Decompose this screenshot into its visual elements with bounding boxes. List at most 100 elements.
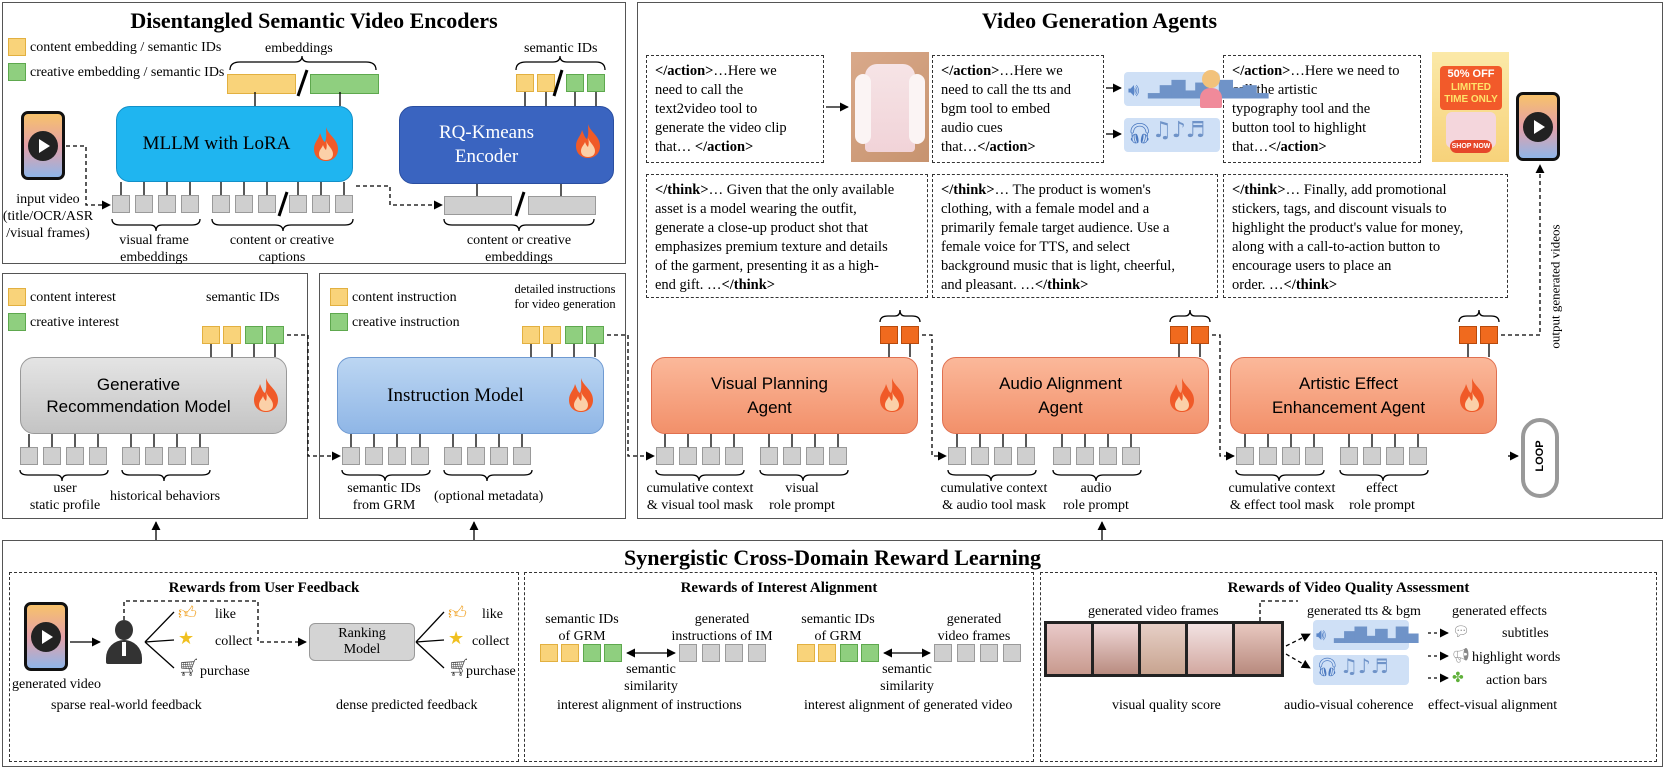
instruction-model-label: Instruction Model — [387, 384, 524, 406]
captions-label-2: captions — [258, 250, 306, 265]
behavior-token — [145, 447, 163, 465]
action-tag: </action> — [1268, 139, 1327, 155]
legend-content-swatch — [8, 38, 26, 56]
fire-icon — [1170, 378, 1194, 412]
rq-embeddings-label-1: content or creative — [466, 233, 572, 248]
effect-output-token — [1480, 326, 1498, 344]
think-box-1: </think>… Given that the only available … — [646, 174, 928, 298]
fire-icon — [314, 127, 338, 161]
ctx-token — [971, 447, 989, 465]
sem-sim-label-1: semantic similarity — [606, 661, 696, 695]
mllm-box: MLLM with LoRA — [116, 106, 353, 182]
audio-output-token — [1170, 326, 1188, 344]
input-video-label-1: input video — [16, 192, 80, 207]
sparse-label: sparse real-world feedback — [51, 698, 202, 713]
embedding-content-bar — [227, 74, 296, 94]
garment-sleeve-right — [909, 74, 925, 144]
highlight-label: highlight words — [1472, 650, 1561, 665]
think-text: … The product is women's — [994, 182, 1151, 198]
rq-embeddings-label: content or creative embeddings — [444, 232, 594, 266]
detailed-label-1: detailed instructions — [514, 282, 616, 296]
gen-video-frames-label: generated video frames — [1088, 604, 1219, 619]
gen-instr-l2: instructions of IM — [671, 629, 773, 644]
think-text: and pleasant. … — [941, 277, 1035, 293]
action-text: need to call the tts and — [941, 82, 1072, 98]
think-text: … Finally, add promotional — [1285, 182, 1447, 198]
think-tag: </think> — [721, 277, 776, 293]
action-text: need to call the — [655, 82, 744, 98]
sem-sim2-l2: similarity — [880, 679, 934, 694]
frame-token — [181, 195, 199, 213]
detailed-label: detailed instructions for video generati… — [500, 282, 630, 312]
caption-token — [289, 195, 307, 213]
e-ctx-label: cumulative context & effect tool mask — [1220, 480, 1344, 514]
legend-creative-label: creative embedding / semantic IDs — [30, 65, 225, 80]
video-frame — [1235, 624, 1281, 674]
collect-label-2: collect — [472, 634, 510, 649]
dense-label: dense predicted feedback — [336, 698, 478, 713]
ia-frame-token — [957, 644, 975, 662]
video-frame — [1094, 624, 1138, 674]
sem-grm-label-1: semantic IDs of GRM — [532, 611, 632, 645]
sid-content-1 — [516, 74, 534, 92]
grm-sid — [266, 326, 284, 344]
vq-score-label: visual quality score — [1112, 698, 1221, 713]
ctx-token — [948, 447, 966, 465]
semantic-from-label-2: from GRM — [352, 498, 416, 513]
fire-icon — [569, 378, 593, 412]
ia-sid — [818, 644, 836, 662]
instr-sid — [565, 326, 583, 344]
role-token — [1099, 447, 1117, 465]
v-ctx-label-2: & visual tool mask — [646, 498, 754, 513]
grm-sid — [245, 326, 263, 344]
output-play-triangle — [1534, 120, 1545, 134]
sid-creative-2 — [587, 74, 605, 92]
think-text: stickers, tags, and discount visuals to — [1232, 201, 1447, 217]
grm-sid — [202, 326, 220, 344]
ia-sid — [861, 644, 879, 662]
action-box-2: </action>…Here we need to call the tts a… — [932, 55, 1104, 163]
action-bar-icon: ✤ — [1452, 670, 1464, 686]
collect-label: collect — [215, 634, 253, 649]
rq-label-1: RQ-Kmeans — [439, 122, 534, 143]
waveform-icon: ▂▅▇▃▆▂▇▄ — [1334, 624, 1418, 643]
detailed-label-2: for video generation — [514, 297, 616, 311]
effect-output-token — [1459, 326, 1477, 344]
semantic-ids-label: semantic IDs — [524, 41, 598, 56]
action-tag: </action> — [1232, 63, 1291, 79]
legend-creative-swatch — [8, 63, 26, 81]
action-text: generate the video clip — [655, 120, 787, 136]
ia-sid — [840, 644, 858, 662]
think-text: encourage users to place an — [1232, 258, 1392, 274]
a-role-label: audio role prompt — [1046, 480, 1146, 514]
audio-agent-label-1: Audio Alignment — [999, 373, 1122, 393]
sem-grm-l2: of GRM — [558, 629, 606, 644]
role-token — [1076, 447, 1094, 465]
ia-sid — [797, 644, 815, 662]
think-text: clothing, with a female model and a — [941, 201, 1150, 217]
action-text: that… — [655, 139, 695, 155]
agents-title: Video Generation Agents — [981, 8, 1218, 33]
v-ctx-label: cumulative context & visual tool mask — [640, 480, 760, 514]
rq-embeddings-label-2: embeddings — [485, 250, 553, 265]
visual-agent-label-1: Visual Planning — [711, 373, 828, 393]
ctx-token — [656, 447, 674, 465]
action-text: …Here we — [999, 63, 1063, 79]
gen-tts-label: generated tts & bgm — [1307, 604, 1421, 619]
behavior-token — [168, 447, 186, 465]
user-profile-label-1: user — [53, 481, 77, 496]
promo-image: 50% OFF LIMITED TIME ONLY SHOP NOW — [1432, 52, 1509, 162]
a-role-label-2: role prompt — [1063, 498, 1129, 513]
mllm-label: MLLM with LoRA — [142, 133, 291, 154]
ctx-token — [725, 447, 743, 465]
action-tag: </action> — [694, 139, 754, 155]
garment-image — [851, 52, 929, 162]
gv-play-triangle — [42, 630, 53, 644]
visual-output-token — [901, 326, 919, 344]
a-ctx-label-1: cumulative context — [940, 481, 1048, 496]
e-role-label-2: role prompt — [1349, 498, 1415, 513]
think-box-3: </think>… Finally, add promotional stick… — [1223, 174, 1508, 298]
subtitles-label: subtitles — [1502, 626, 1549, 641]
behavior-token — [191, 447, 209, 465]
gen-instr-label: generated instructions of IM — [662, 611, 782, 645]
